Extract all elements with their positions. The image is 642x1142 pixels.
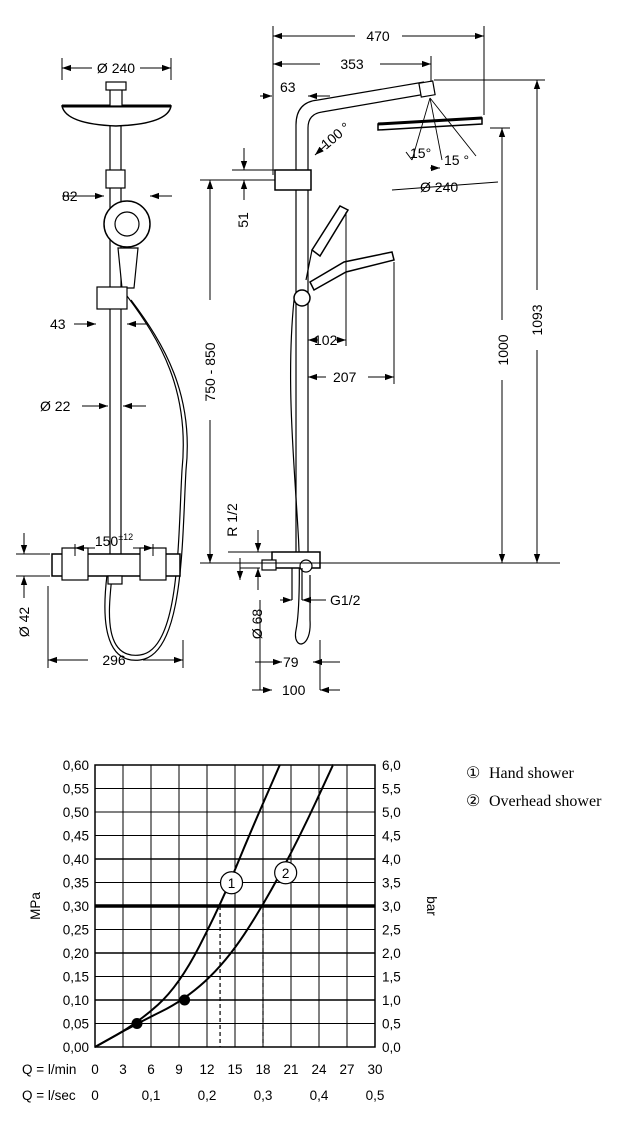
x-tick-lsec: 0,3 bbox=[254, 1088, 273, 1103]
y-tick-bar: 1,0 bbox=[382, 993, 401, 1008]
side-arm-angle: 100 ° bbox=[318, 119, 353, 152]
y-tick-mpa: 0,55 bbox=[63, 782, 89, 797]
side-height-1093: 1093 bbox=[529, 304, 545, 335]
side-outlet-thread: G1/2 bbox=[330, 592, 361, 608]
series-label: 1 bbox=[228, 876, 236, 891]
y-tick-mpa: 0,20 bbox=[63, 946, 89, 961]
side-overall-reach: 470 bbox=[366, 28, 390, 44]
x-tick-lmin: 24 bbox=[311, 1062, 327, 1077]
x-tick-lmin: 6 bbox=[147, 1062, 155, 1077]
side-holder-height: 51 bbox=[235, 212, 251, 228]
y-tick-mpa: 0,05 bbox=[63, 1017, 89, 1032]
slider-clip bbox=[105, 169, 126, 189]
front-center-distance: 150±12 bbox=[95, 532, 133, 549]
x-tick-lsec: 0,4 bbox=[310, 1088, 329, 1103]
legend-marker-2: ② bbox=[466, 793, 480, 810]
holder-side bbox=[274, 169, 312, 191]
y-tick-bar: 2,5 bbox=[382, 923, 401, 938]
side-hand-reach-102: 102 bbox=[314, 332, 338, 348]
side-mixer-depth: Ø 68 bbox=[249, 609, 265, 640]
y-tick-bar: 0,5 bbox=[382, 1017, 401, 1032]
data-point-marker bbox=[179, 994, 191, 1006]
side-head-diameter: Ø 240 bbox=[420, 179, 458, 195]
shower-arm bbox=[295, 81, 425, 150]
overhead-head-front bbox=[61, 105, 172, 127]
x-tick-lmin: 18 bbox=[255, 1062, 270, 1077]
front-mixer-width: 296 bbox=[102, 652, 126, 668]
series-label: 2 bbox=[282, 866, 290, 881]
x-tick-lmin: 9 bbox=[175, 1062, 183, 1077]
front-hand-width: 82 bbox=[62, 188, 78, 204]
y-tick-bar: 5,0 bbox=[382, 805, 401, 820]
x-tick-lsec: 0,5 bbox=[366, 1088, 385, 1103]
y-axis-right-label: bar bbox=[424, 896, 439, 916]
y-tick-bar: 4,5 bbox=[382, 829, 401, 844]
x-tick-lsec: 0,1 bbox=[142, 1088, 161, 1103]
x-axis-label-lmin: Q = l/min bbox=[22, 1062, 76, 1077]
side-spray-right: 15 ° bbox=[444, 152, 469, 168]
y-tick-mpa: 0,45 bbox=[63, 829, 89, 844]
side-inlet-thread: R 1/2 bbox=[224, 503, 240, 537]
side-height-1000: 1000 bbox=[495, 334, 511, 365]
legend-label-1: Hand shower bbox=[489, 765, 575, 782]
side-hand-reach-207: 207 bbox=[333, 369, 357, 385]
front-mixer-diameter: Ø 42 bbox=[16, 607, 32, 638]
side-view bbox=[261, 80, 483, 645]
y-axis-left-label: MPa bbox=[28, 892, 43, 920]
hand-shower-front bbox=[103, 200, 151, 248]
x-tick-lsec: 0 bbox=[91, 1088, 99, 1103]
chart-legend: ① Hand shower ② Overhead shower bbox=[466, 765, 602, 810]
side-offset: 63 bbox=[280, 79, 296, 95]
hand-shower-parked bbox=[310, 205, 350, 258]
y-tick-bar: 5,5 bbox=[382, 782, 401, 797]
y-tick-bar: 4,0 bbox=[382, 852, 401, 867]
y-tick-bar: 3,5 bbox=[382, 876, 401, 891]
x-axis-label-lsec: Q = l/sec bbox=[22, 1088, 76, 1103]
x-tick-lmin: 21 bbox=[283, 1062, 298, 1077]
side-depth-100: 100 bbox=[282, 682, 306, 698]
y-tick-mpa: 0,35 bbox=[63, 876, 89, 891]
holder-front bbox=[96, 286, 128, 310]
y-tick-bar: 6,0 bbox=[382, 758, 401, 773]
x-tick-lmin: 27 bbox=[339, 1062, 354, 1077]
side-height-range: 750 - 850 bbox=[202, 342, 218, 401]
flow-pressure-chart: 0,000,050,100,150,200,250,300,350,400,45… bbox=[22, 758, 439, 1103]
x-tick-lmin: 12 bbox=[199, 1062, 214, 1077]
front-head-diameter: Ø 240 bbox=[97, 60, 135, 76]
y-tick-mpa: 0,60 bbox=[63, 758, 89, 773]
front-holder-width: 43 bbox=[50, 316, 66, 332]
series-curve-2 bbox=[94, 764, 334, 1048]
y-tick-bar: 0,0 bbox=[382, 1040, 401, 1055]
x-tick-lmin: 3 bbox=[119, 1062, 127, 1077]
y-tick-mpa: 0,25 bbox=[63, 923, 89, 938]
series-label-circle bbox=[274, 861, 298, 885]
y-tick-bar: 1,5 bbox=[382, 970, 401, 985]
x-tick-lmin: 30 bbox=[367, 1062, 382, 1077]
y-tick-mpa: 0,00 bbox=[63, 1040, 89, 1055]
y-tick-bar: 3,0 bbox=[382, 899, 401, 914]
x-tick-lsec: 0,2 bbox=[198, 1088, 217, 1103]
front-view bbox=[51, 81, 188, 661]
mixer-side bbox=[271, 551, 321, 569]
y-tick-mpa: 0,10 bbox=[63, 993, 89, 1008]
hose-side bbox=[289, 299, 311, 645]
y-tick-mpa: 0,30 bbox=[63, 899, 89, 914]
front-rod-diameter: Ø 22 bbox=[40, 398, 71, 414]
y-tick-mpa: 0,40 bbox=[63, 852, 89, 867]
side-depth-79: 79 bbox=[283, 654, 299, 670]
legend-marker-1: ① bbox=[466, 765, 480, 782]
x-tick-lmin: 0 bbox=[91, 1062, 99, 1077]
side-spray-left: 15° bbox=[410, 145, 431, 161]
side-arm-reach: 353 bbox=[340, 56, 364, 72]
hand-shower-tilted bbox=[309, 251, 395, 292]
data-point-marker bbox=[131, 1018, 143, 1029]
x-tick-lmin: 15 bbox=[227, 1062, 242, 1077]
legend-label-2: Overhead shower bbox=[489, 793, 602, 810]
series-label-circle bbox=[219, 871, 244, 895]
y-tick-mpa: 0,15 bbox=[63, 970, 89, 985]
y-tick-bar: 2,0 bbox=[382, 946, 401, 961]
y-tick-mpa: 0,50 bbox=[63, 805, 89, 820]
